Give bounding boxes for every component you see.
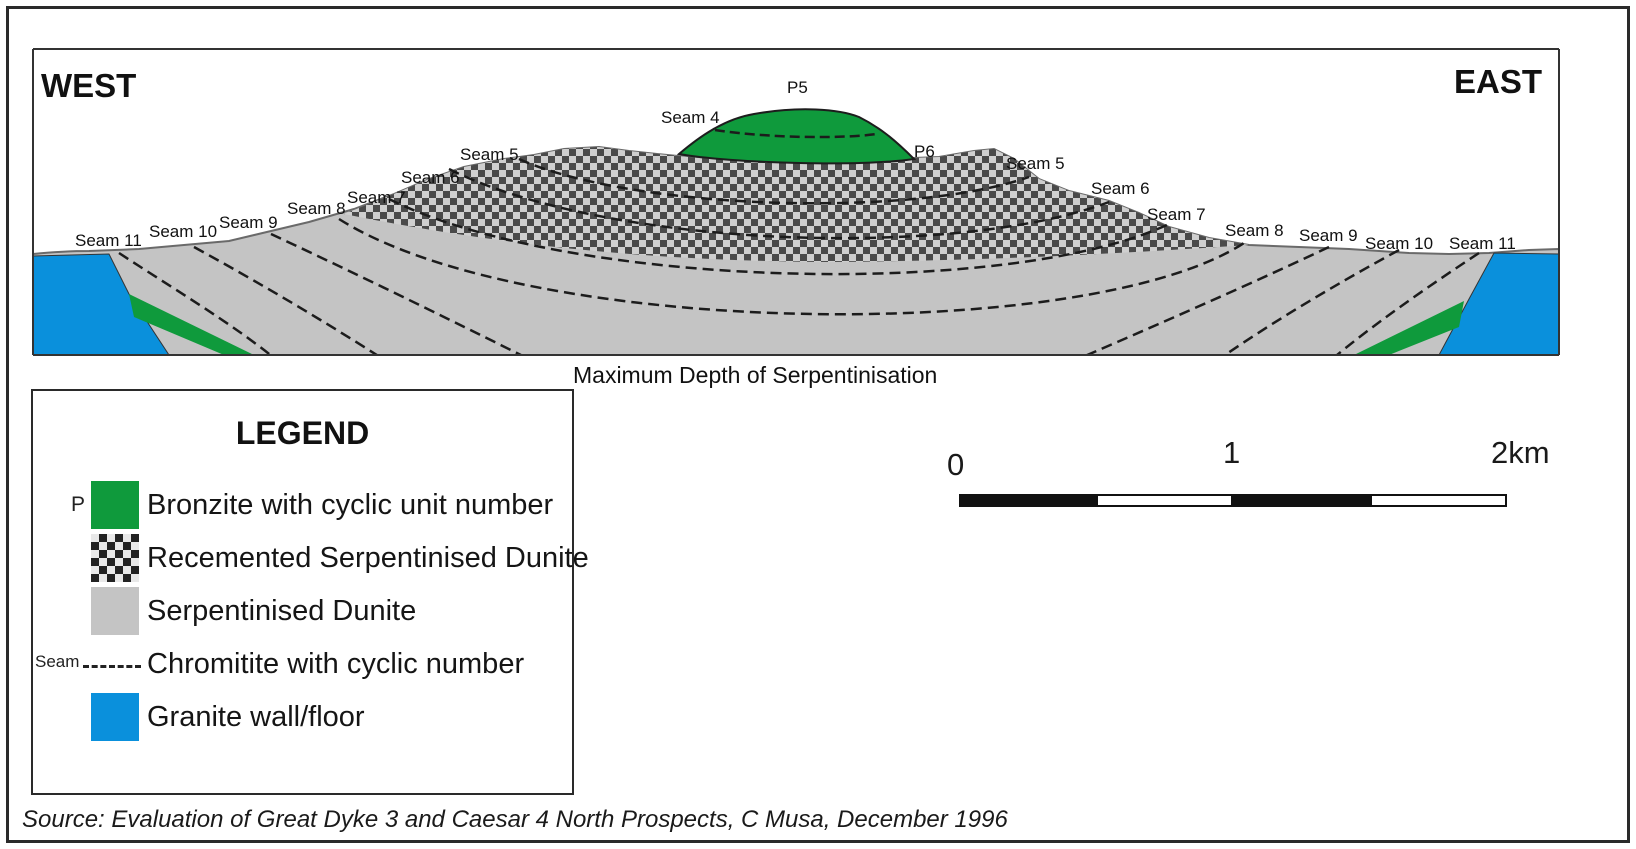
scale-tick-2km: 2km	[1491, 435, 1550, 470]
seam-6-line	[448, 167, 1110, 240]
seam-8-line	[338, 217, 1245, 316]
seam-label-east-8: Seam 8	[1225, 221, 1284, 240]
seam-label-west-11: Seam 11	[75, 231, 142, 250]
seam-label-west-10: Seam 10	[149, 222, 217, 241]
recemented-dunite-swatch	[91, 534, 139, 582]
legend-item-bronzite: P Bronzite with cyclic unit number	[33, 481, 573, 533]
scale-tick-0: 0	[947, 447, 965, 482]
legend-label-recemented: Recemented Serpentinised Dunite	[147, 542, 589, 574]
east-label: EAST	[1454, 63, 1542, 100]
legend-item-serpentinised: Serpentinised Dunite	[33, 587, 573, 639]
scale-segment-3	[1233, 494, 1370, 507]
legend-item-chromitite: Seam Chromitite with cyclic number	[33, 640, 573, 692]
seam-5-line	[518, 157, 1030, 205]
depth-caption: Maximum Depth of Serpentinisation	[573, 362, 937, 388]
legend-label-granite: Granite wall/floor	[147, 701, 365, 733]
seam-label-4: Seam 4	[661, 108, 720, 127]
seam-label-east-7: Seam 7	[1147, 205, 1206, 224]
seam-label-east-9: Seam 9	[1299, 226, 1358, 245]
seam-7-line	[388, 197, 1170, 276]
scale-segment-4	[1370, 494, 1507, 507]
bronzite-wedge-east	[1354, 301, 1464, 355]
chromitite-seam-lines	[118, 157, 1480, 355]
seam-10-line	[193, 245, 380, 355]
legend-label-serpentinised: Serpentinised Dunite	[147, 595, 417, 627]
seam-label-west-5: Seam 5	[460, 145, 519, 164]
legend-prefix-p: P	[71, 493, 86, 516]
seam-label-west-7: Seam 7	[347, 188, 406, 207]
bronzite-wedge-west	[129, 294, 254, 355]
bronzite-swatch	[91, 481, 139, 529]
chromitite-dashed-line	[83, 665, 141, 668]
west-label: WEST	[41, 67, 136, 104]
seam-label-east-10: Seam 10	[1365, 234, 1433, 253]
seam-label-east-11: Seam 11	[1449, 234, 1516, 253]
seam-9-line-east	[1084, 245, 1330, 355]
seam-4-line	[714, 128, 878, 139]
unit-label-p5: P5	[787, 78, 808, 97]
scale-segment-1	[959, 494, 1096, 507]
legend-title: LEGEND	[235, 415, 370, 451]
seam-9-line	[270, 232, 524, 355]
legend-label-chromitite: Chromitite with cyclic number	[147, 648, 525, 680]
figure-frame: WEST EAST P5 P6 Seam 11 Seam 10 Seam 9 S…	[6, 6, 1630, 843]
scale-tick-1: 1	[1223, 435, 1241, 470]
seam-label-east-5: Seam 5	[1006, 154, 1065, 173]
unit-label-p6: P6	[914, 142, 935, 161]
scale-segment-2	[1096, 494, 1233, 507]
source-caption: Source: Evaluation of Great Dyke 3 and C…	[22, 806, 1008, 833]
legend-label-bronzite: Bronzite with cyclic unit number	[147, 489, 554, 521]
legend-item-granite: Granite wall/floor	[33, 693, 573, 745]
seam-label-west-8: Seam 8	[287, 199, 346, 218]
legend-prefix-seam: Seam	[35, 652, 80, 671]
seam-label-west-9: Seam 9	[219, 213, 278, 232]
serpentinised-dunite-swatch	[91, 587, 139, 635]
seam-10-line-east	[1222, 248, 1400, 355]
granite-swatch	[91, 693, 139, 741]
seam-11-line	[118, 251, 273, 355]
scale-bar: 0 1 2km	[947, 435, 1559, 519]
legend-item-recemented: Recemented Serpentinised Dunite	[33, 534, 589, 586]
legend-box: LEGEND P Bronzite with cyclic unit numbe…	[31, 389, 589, 795]
seam-label-east-6: Seam 6	[1091, 179, 1150, 198]
cross-section-diagram: WEST EAST P5 P6 Seam 11 Seam 10 Seam 9 S…	[32, 48, 1560, 388]
seam-label-west-6: Seam 6	[401, 168, 460, 187]
granite-wall-west	[33, 253, 170, 355]
seam-11-line-east	[1335, 251, 1480, 355]
